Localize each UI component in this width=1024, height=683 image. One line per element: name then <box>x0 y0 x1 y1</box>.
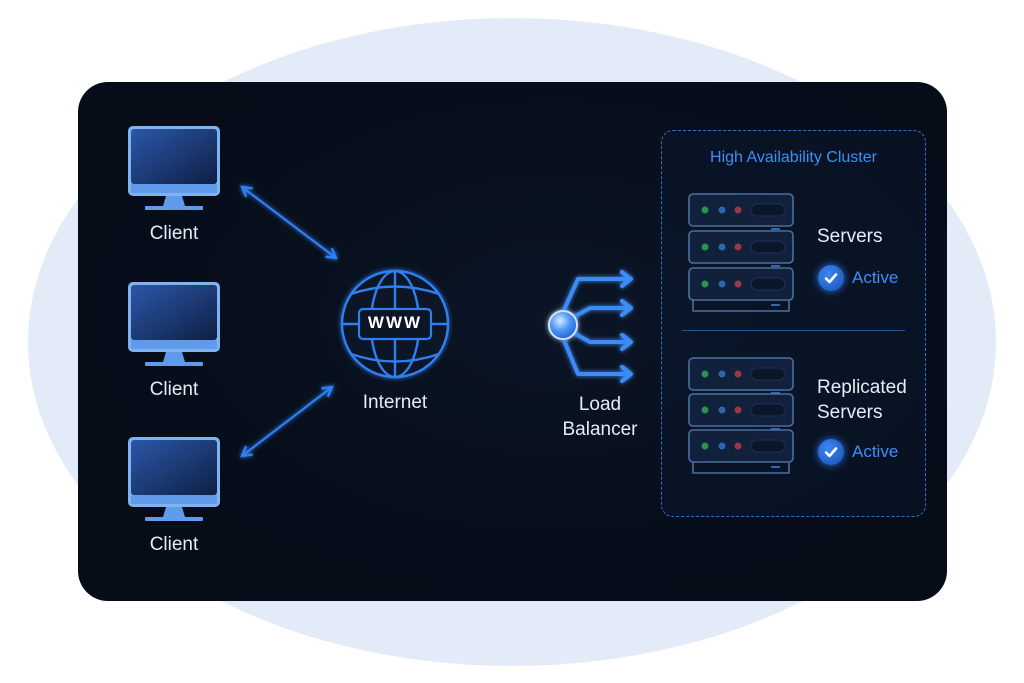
client-monitor-icon <box>128 126 220 210</box>
servers-label: Servers <box>817 226 883 247</box>
client-label: Client <box>149 379 199 400</box>
check-circle-icon <box>818 265 844 291</box>
www-badge: WWW <box>367 313 423 332</box>
status-text: Active <box>852 268 899 287</box>
client-monitor-icon <box>128 437 220 521</box>
client-internet-arrow <box>240 385 334 458</box>
cluster-title: High Availability Cluster <box>710 149 877 166</box>
load-balancer-label-line1: Load <box>578 394 622 415</box>
replicated-servers-label-line1: Replicated <box>817 377 907 398</box>
client-label: Client <box>149 534 199 555</box>
replicated-status: Active <box>818 439 898 465</box>
client-monitor-icon <box>128 282 220 366</box>
server-rack-icon <box>688 193 794 312</box>
status-text: Active <box>852 442 899 461</box>
globe-icon <box>340 269 450 379</box>
client-internet-arrow <box>240 185 338 260</box>
check-circle-icon <box>818 439 844 465</box>
ha-cluster-box: High Availability Cluster Servers Active… <box>661 130 926 517</box>
server-rack-icon <box>688 357 794 474</box>
servers-status: Active <box>818 265 898 291</box>
client-label: Client <box>149 223 199 244</box>
replicated-servers-label-line2: Servers <box>817 402 883 423</box>
diagram-panel <box>78 82 947 601</box>
internet-label: Internet <box>362 392 428 413</box>
cluster-divider <box>682 330 905 331</box>
load-balancer-label-line2: Balancer <box>562 419 638 440</box>
load-balancer-icon <box>548 270 633 383</box>
